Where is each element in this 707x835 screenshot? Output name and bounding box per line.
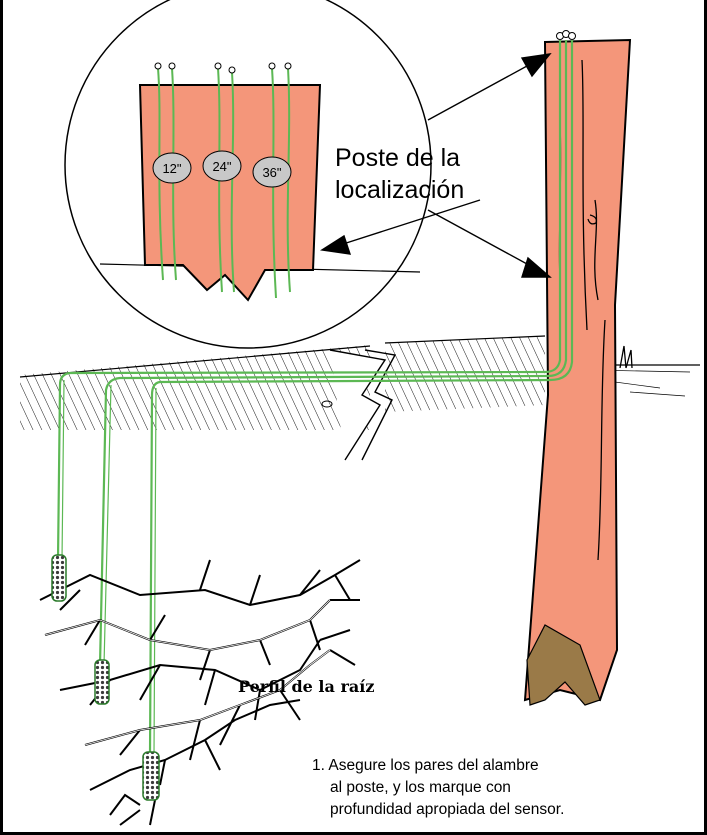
depth-tag-12: 12" [153,153,191,183]
callout-title-line2: localización [335,176,464,204]
svg-text:24": 24" [212,159,231,174]
sensor-12 [52,555,66,601]
depth-tag-24: 24" [203,151,241,181]
sensor-36 [143,752,159,800]
instruction-line2: al poste, y los marque con [330,779,511,796]
callout-magnifier: 12" 24" 36" [65,0,431,348]
depth-tag-36: 36" [253,157,291,187]
instruction-line3: profundidad apropiada del sensor. [330,801,564,818]
svg-text:36": 36" [262,165,281,180]
root-system-outline [45,600,330,745]
instruction-line1: 1. Asegure los pares del alambre [312,757,539,774]
post-top-terminals [557,31,576,40]
svg-text:12": 12" [162,161,181,176]
callout-title-line1: Poste de la [335,144,460,172]
sensor-24 [95,660,109,704]
root-profile-label: Perfil de la raíz [238,677,374,696]
